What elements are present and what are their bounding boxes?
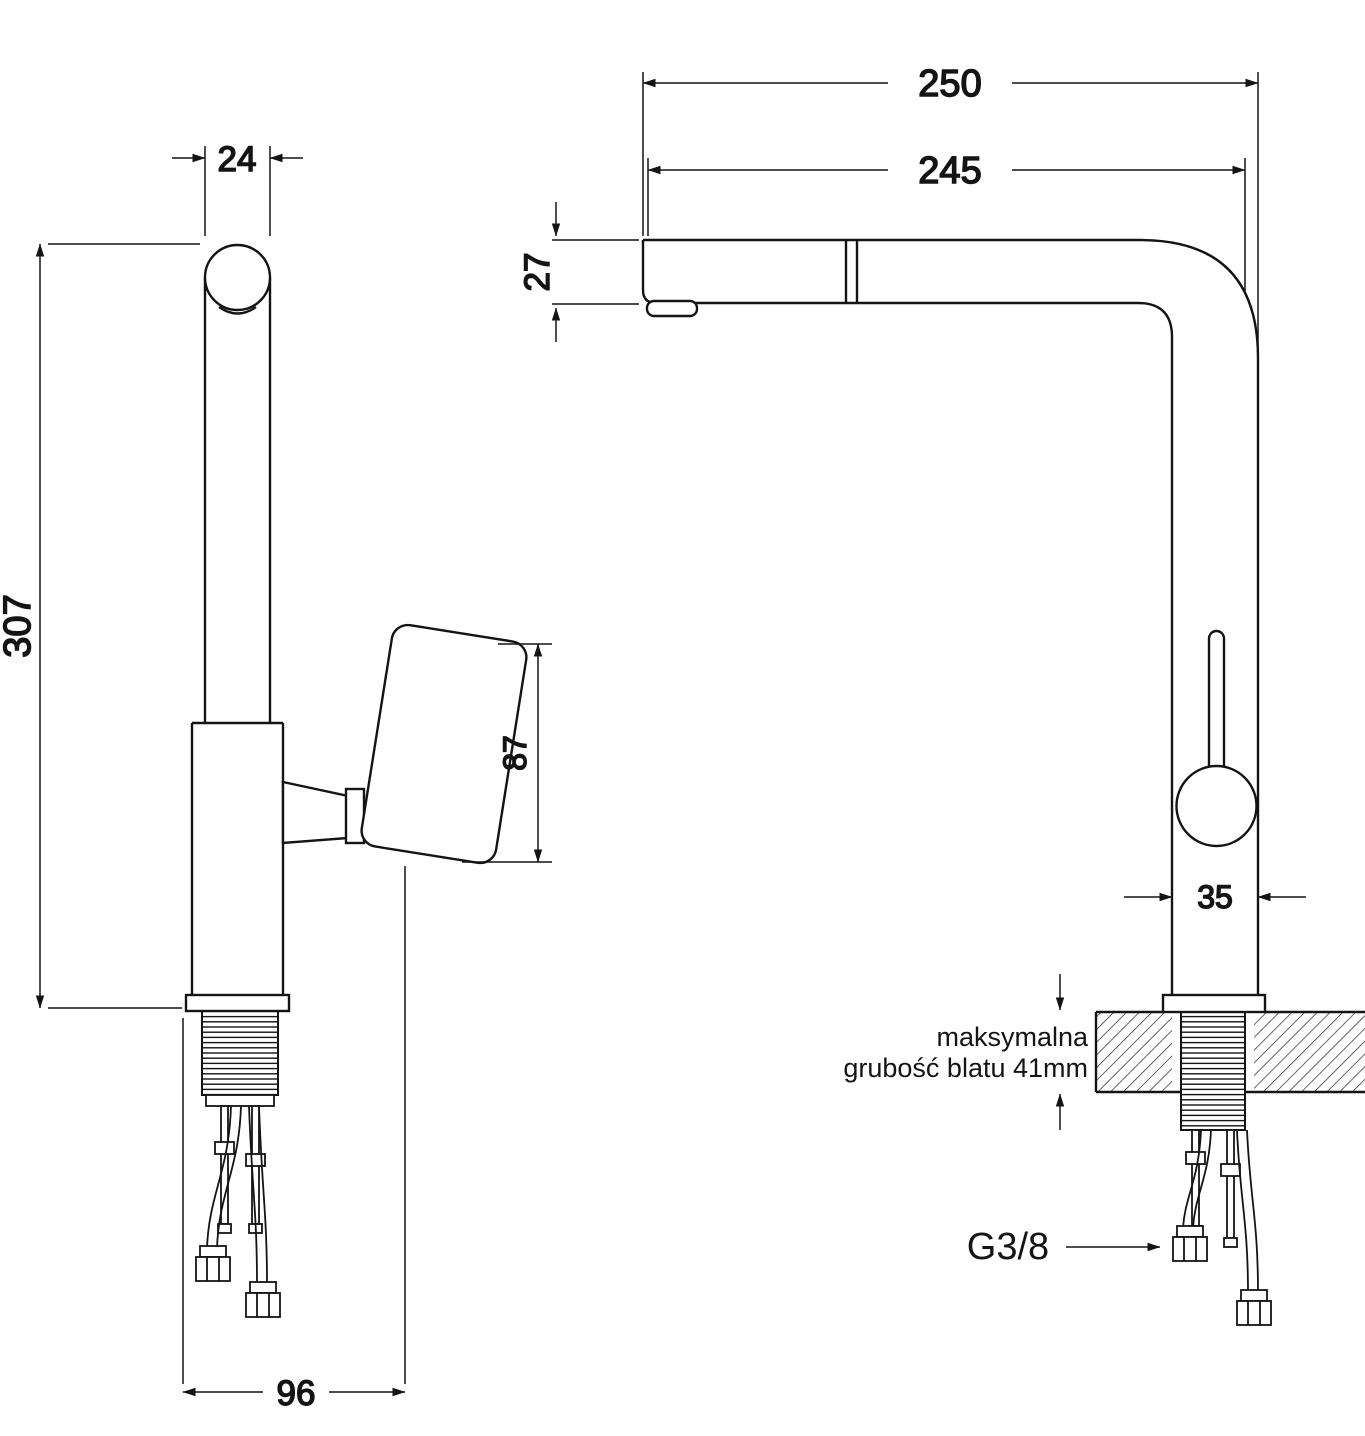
dim-spout-end-height: 27 [517,202,639,342]
hose-ferrule [1176,1225,1204,1238]
hose-ferrule [1240,1289,1268,1302]
stud-end [1223,1237,1238,1248]
counter-note-line2: grubość blatu 41mm [843,1053,1088,1083]
aerator-outlet [218,306,257,315]
stud-nut [1220,1163,1241,1177]
dim-total-reach: 250 [642,62,1259,352]
supply-hose [258,1105,268,1285]
handle-lever [1207,629,1226,785]
supply-hose [1192,1129,1212,1229]
hose-nut [195,1256,231,1282]
stud-nut [214,1141,235,1155]
dim-label-307: 307 [0,594,39,657]
threaded-shank [1180,1011,1246,1131]
supply-hose [1246,1129,1259,1293]
side-view: 24 307 87 96 [0,139,552,1414]
thread-size-callout: G3/8 [967,1226,1161,1268]
side-view-mounting-hardware [195,1094,281,1318]
side-view-faucet-outline [184,243,528,1096]
dim-label-27: 27 [518,253,557,292]
hose-ferrule [199,1245,227,1258]
base-flange [184,993,291,1013]
stud-end [217,1223,232,1234]
spout-inner-edge [641,240,1174,995]
dim-total-height: 307 [0,243,200,1009]
front-view: maksymalna grubość blatu 41mm [517,62,1365,1326]
hose-ferrule [249,1281,277,1294]
hose-nut [1236,1300,1272,1326]
aerator-outlet [645,299,699,318]
supply-hose [206,1105,232,1249]
dim-spout-width: 24 [172,139,303,236]
handle-joint [281,780,350,845]
thread-size-label: G3/8 [967,1226,1049,1268]
front-view-faucet-outline [641,238,1267,1014]
dim-label-96: 96 [277,1374,316,1413]
hose-nut [245,1292,281,1318]
supply-hose [1236,1129,1249,1293]
supply-hose [248,1105,258,1285]
handle-paddle [360,623,528,865]
dim-handle-height: 87 [462,643,552,863]
spout-outer-edge [643,238,1260,995]
dim-base-reach: 96 [182,866,406,1414]
dim-label-24: 24 [218,140,257,179]
dim-label-250: 250 [918,63,981,105]
counter-note-line1: maksymalna [936,1022,1089,1052]
base-flange [1161,993,1267,1014]
handle-ball [1175,764,1258,848]
dim-label-87: 87 [497,735,533,771]
mounting-bracket [205,1094,275,1107]
threaded-shank [201,1010,279,1096]
spout-end [203,243,272,312]
dim-spout-reach: 245 [647,149,1246,294]
dim-body-diameter: 35 [1124,878,1306,916]
front-view-mounting-hardware [1172,1129,1272,1326]
mounting-stud [1226,1129,1235,1239]
hose-nut [1172,1236,1208,1262]
dim-label-245: 245 [918,150,981,192]
countertop-section: maksymalna grubość blatu 41mm [843,974,1365,1131]
supply-hose [1182,1129,1202,1229]
dim-label-35: 35 [1197,879,1233,915]
stud-nut [1185,1151,1206,1165]
supply-hose [216,1105,242,1249]
